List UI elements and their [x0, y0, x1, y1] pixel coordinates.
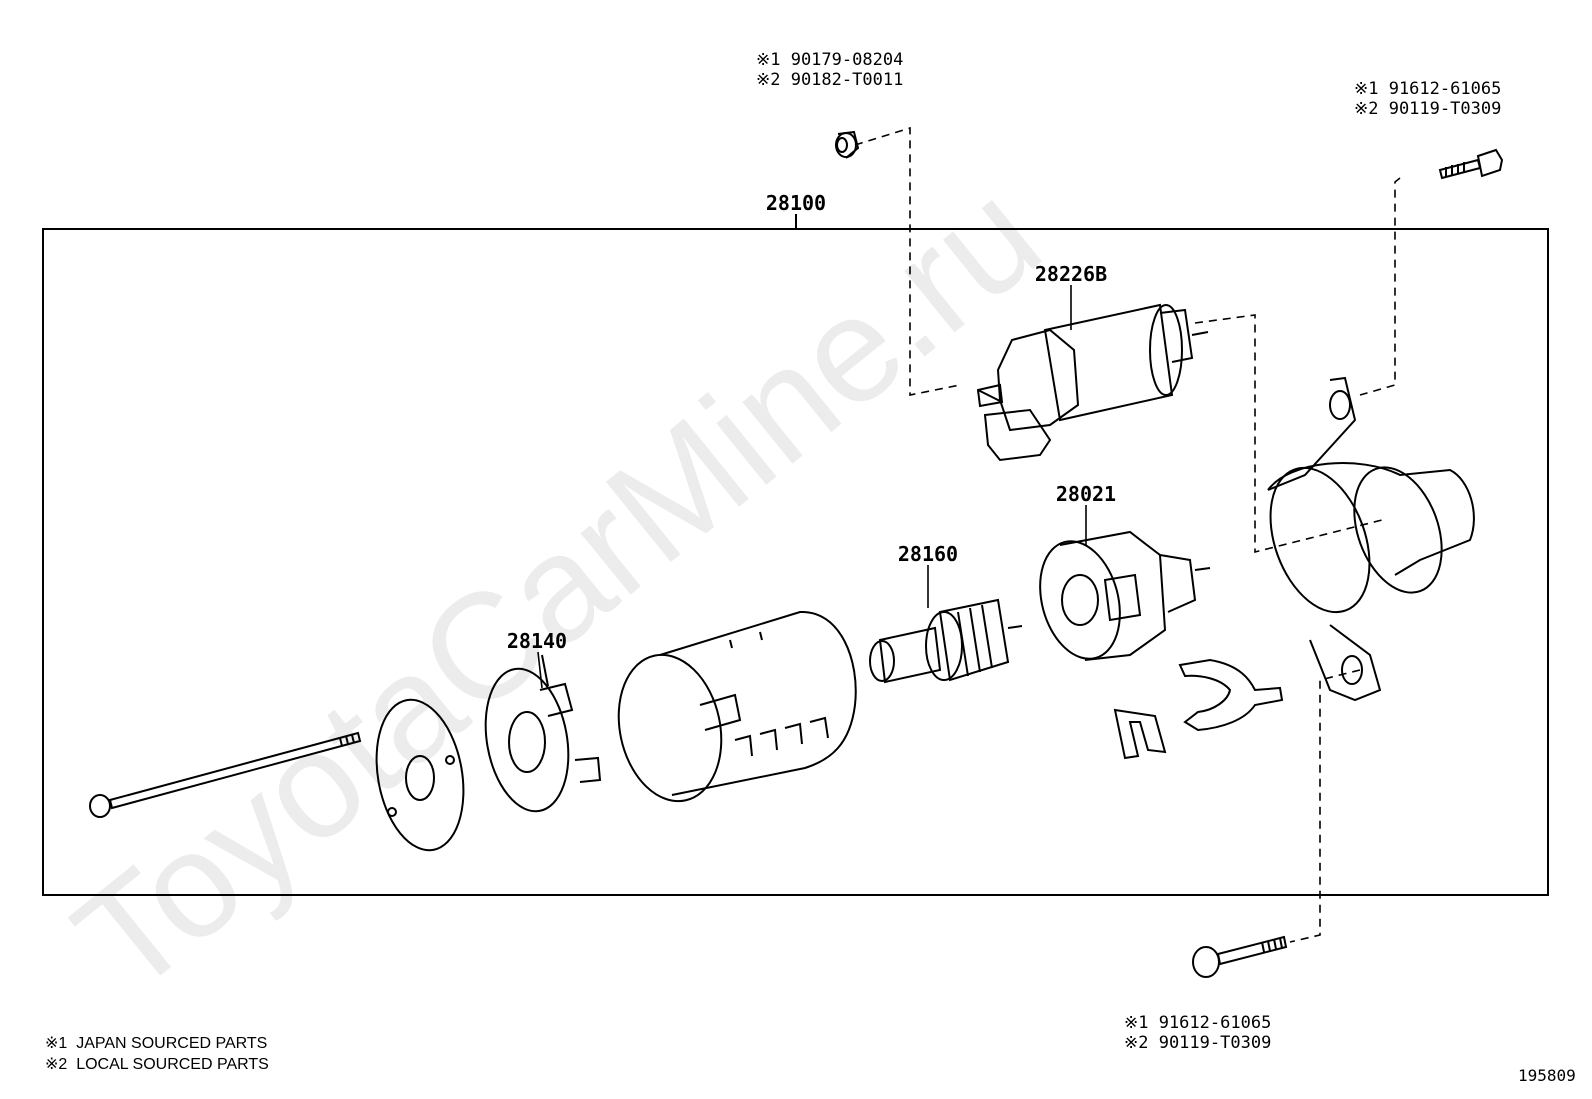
- drive-housing-icon: [1267, 376, 1475, 702]
- legend-mark-2: ※2: [45, 1056, 68, 1073]
- callout-bolt-top-line1: ※1 91612-61065: [1354, 79, 1502, 99]
- callout-bolt-bottom-line1: ※1 91612-61065: [1124, 1013, 1272, 1033]
- part-number-brush-holder: 28140: [506, 629, 568, 653]
- end-cover-icon: [375, 698, 465, 852]
- brush-holder-28140-icon: [484, 654, 602, 813]
- callout-nut-line1: ※1 90179-08204: [756, 50, 904, 70]
- legend-mark-1: ※1: [45, 1035, 68, 1052]
- solenoid-28226b-icon: [976, 303, 1209, 462]
- lever-holder-icon: [1113, 708, 1167, 760]
- assembly-frame: [42, 228, 1549, 896]
- legend-text-2: LOCAL SOURCED PARTS: [76, 1056, 269, 1073]
- part-number-drive-housing: 28021: [1055, 482, 1117, 506]
- drive-clutch-28021-icon: [1039, 530, 1211, 661]
- armature-28160-icon: [869, 598, 1023, 684]
- callout-nut-line2: ※2 90182-T0011: [756, 70, 904, 90]
- assembly-part-number: 28100: [765, 191, 827, 215]
- callout-bolt-bottom-line2: ※2 90119-T0309: [1124, 1033, 1272, 1053]
- legend-line-1: ※1 JAPAN SOURCED PARTS: [45, 1034, 267, 1054]
- part-leaders: [537, 285, 1087, 689]
- nut-top-icon: [835, 130, 860, 159]
- legend-line-2: ※2 LOCAL SOURCED PARTS: [45, 1055, 269, 1075]
- part-number-solenoid: 28226B: [1034, 262, 1108, 286]
- shift-lever-icon: [1178, 658, 1284, 732]
- diagram-code: 195809: [1518, 1066, 1576, 1085]
- bolt-top-right-icon: [1438, 148, 1504, 180]
- yoke-housing-icon: [617, 610, 857, 803]
- through-bolt-icon: [89, 731, 362, 818]
- legend-text-1: JAPAN SOURCED PARTS: [76, 1035, 268, 1052]
- part-number-armature: 28160: [897, 542, 959, 566]
- dashed-guides: [854, 126, 1401, 943]
- bolt-bottom-icon: [1192, 935, 1288, 978]
- callout-bolt-top-line2: ※2 90119-T0309: [1354, 99, 1502, 119]
